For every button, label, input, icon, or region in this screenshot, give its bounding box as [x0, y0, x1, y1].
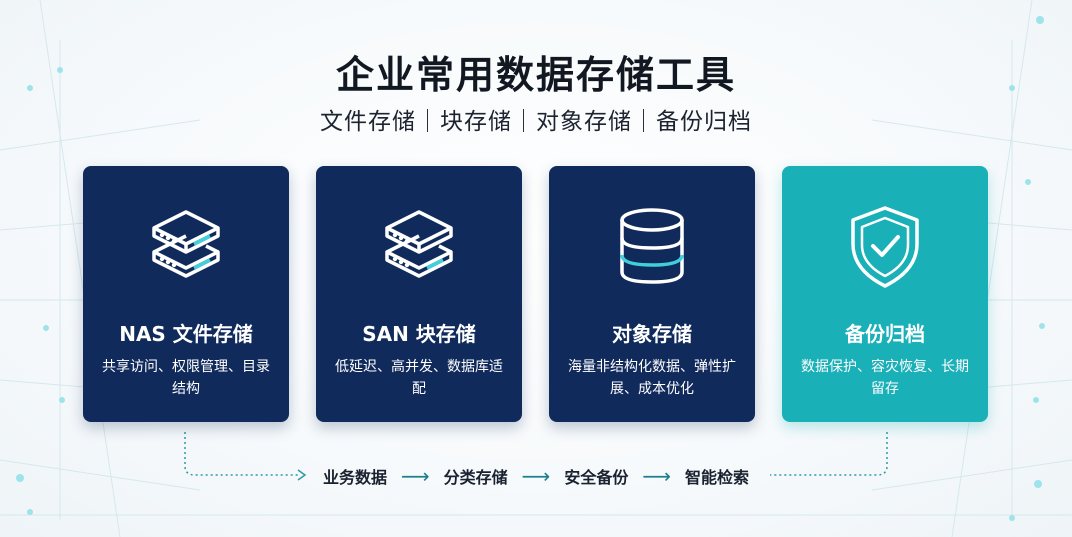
flow-step: 分类存储 [443, 468, 508, 487]
card-description: 低延迟、高并发、数据库适配 [335, 359, 503, 397]
card-title: 备份归档 [845, 322, 925, 346]
card-title: SAN 块存储 [362, 322, 476, 346]
page-title: 企业常用数据存储工具 [335, 53, 736, 97]
flow-step: 业务数据 [322, 468, 387, 487]
card-backup-archive: 备份归档 数据保护、容灾恢复、长期留存 [782, 166, 988, 422]
arrow-right-icon: ⟶ [521, 464, 551, 488]
card-description: 共享访问、权限管理、目录结构 [102, 359, 270, 397]
flow-step: 安全备份 [564, 468, 629, 487]
arrow-right-icon: ⟶ [400, 464, 430, 488]
card-title: 对象存储 [612, 322, 692, 346]
arrow-right-icon: ⟶ [642, 464, 672, 488]
page-subtitle: 文件存储｜块存储｜对象存储｜备份归档 [320, 109, 752, 135]
database-icon [620, 208, 684, 284]
card-description: 数据保护、容灾恢复、长期留存 [801, 359, 969, 397]
card-san: SAN 块存储 低延迟、高并发、数据库适配 [316, 166, 522, 422]
server-stack-icon [385, 210, 453, 278]
server-stack-icon [152, 210, 220, 278]
card-description: 海量非结构化数据、弹性扩展、成本优化 [568, 359, 736, 397]
card-object-storage: 对象存储 海量非结构化数据、弹性扩展、成本优化 [549, 166, 755, 422]
process-flow: 业务数据 ⟶ 分类存储 ⟶ 安全备份 ⟶ 智能检索 [0, 463, 1072, 489]
shield-check-icon [851, 206, 919, 288]
card-nas: NAS 文件存储 共享访问、权限管理、目录结构 [83, 166, 289, 422]
card-title: NAS 文件存储 [119, 322, 253, 346]
flow-step: 智能检索 [685, 468, 750, 487]
